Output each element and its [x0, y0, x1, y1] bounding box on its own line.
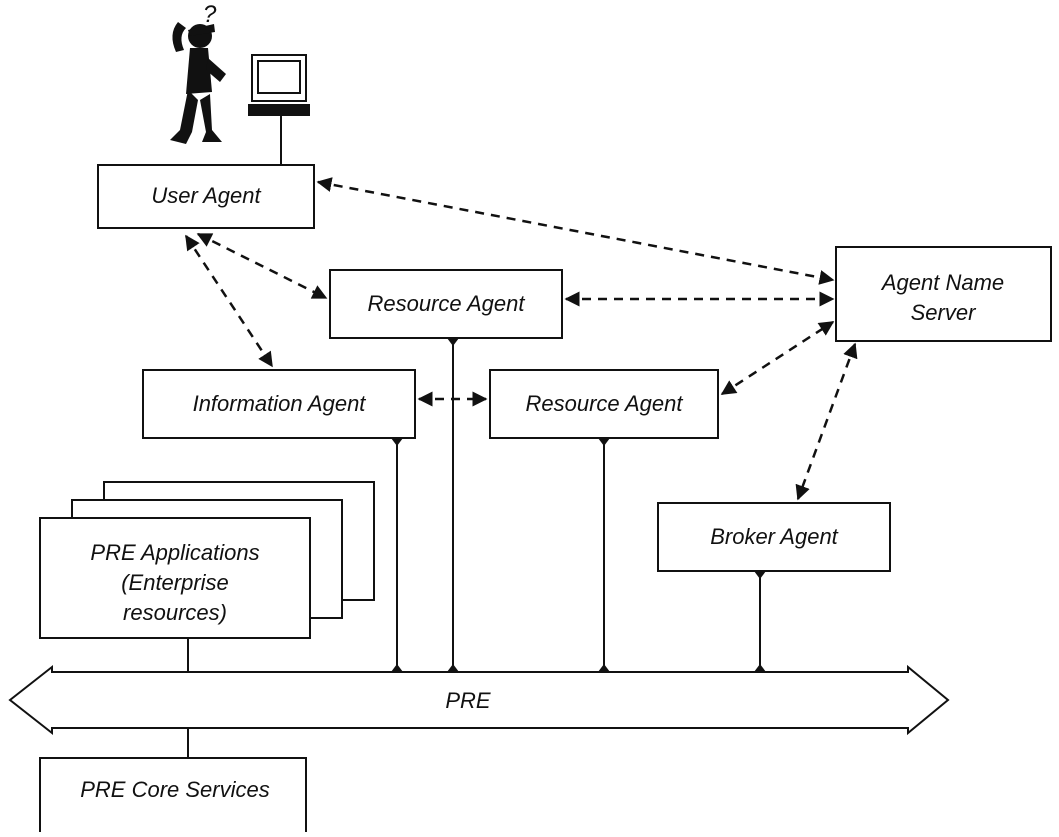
computer-terminal-icon: [248, 54, 310, 165]
resource-agent-mid-node: Resource Agent: [489, 369, 719, 439]
pre-core-services-node: PRE Core Services: [39, 757, 307, 832]
information-agent-node: Information Agent: [142, 369, 416, 439]
pre-bus: PRE: [8, 664, 950, 736]
pre-bus-label: PRE: [445, 688, 491, 713]
dashed-links: [184, 177, 858, 501]
pre-applications-label-line2: (Enterprise: [121, 570, 229, 595]
resource-agent-top-label: Resource Agent: [368, 291, 526, 316]
user-agent-node: User Agent: [97, 164, 315, 229]
link-user-to-name-server: [316, 177, 835, 285]
link-user-to-information: [184, 234, 274, 368]
resource-agent-top-node: Resource Agent: [329, 269, 563, 339]
information-agent-label: Information Agent: [193, 391, 367, 416]
broker-agent-node: Broker Agent: [657, 502, 891, 572]
pre-core-services-label: PRE Core Services: [80, 777, 270, 802]
link-resource-mid-to-name-server: [720, 320, 835, 396]
link-name-server-to-broker: [795, 342, 858, 501]
agent-name-server-label-line2: Server: [911, 300, 977, 325]
link-user-to-resource-top: [196, 232, 328, 300]
broker-agent-label: Broker Agent: [710, 524, 838, 549]
pre-applications-label-line3: resources): [123, 600, 227, 625]
pre-applications-node: PRE Applications (Enterprise resources): [39, 481, 375, 639]
agent-name-server-label-line1: Agent Name: [880, 270, 1004, 295]
confused-person-icon: ?: [170, 1, 226, 144]
user-agent-label: User Agent: [151, 183, 261, 208]
resource-agent-mid-label: Resource Agent: [526, 391, 684, 416]
question-mark: ?: [203, 1, 217, 28]
agent-name-server-node: Agent Name Server: [835, 246, 1052, 342]
pre-applications-label-line1: PRE Applications: [90, 540, 259, 565]
